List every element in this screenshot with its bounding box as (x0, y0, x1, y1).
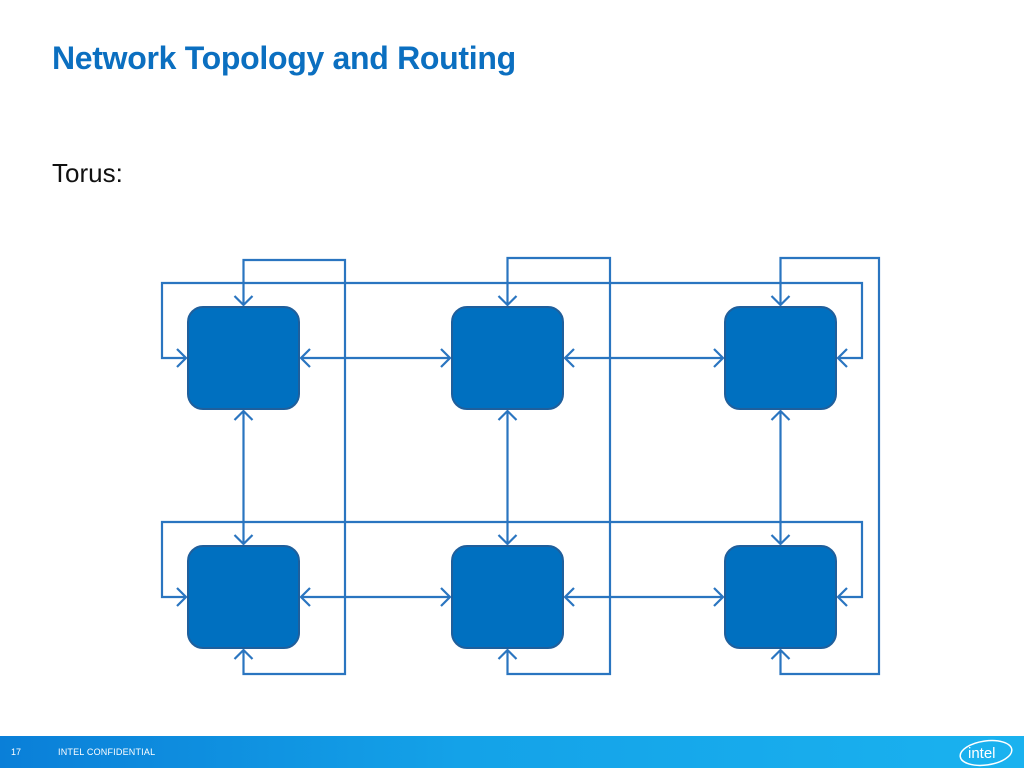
footer-bar: 17 INTEL CONFIDENTIAL intel (0, 736, 1024, 768)
slide-title: Network Topology and Routing (52, 40, 516, 76)
v-link-arrow-up-c2 (770, 409, 791, 421)
v-link-arrow-down-c1 (497, 534, 518, 546)
v-wrap-c0 (242, 258, 347, 676)
nodes-layer (187, 306, 837, 649)
h-link-arrow-left-r1-c1 (563, 587, 575, 607)
v-link-arrow-down-c0 (233, 534, 254, 546)
v-wrap-c2 (779, 256, 881, 676)
h-link-arrow-left-r1-c0 (299, 587, 311, 607)
intel-logo-text: intel (968, 745, 996, 762)
v-wrap-arrow-bottom-c2 (770, 648, 791, 660)
v-wrap-arrow-top-c1 (497, 295, 518, 307)
torus-diagram (160, 256, 881, 676)
node-r1c1 (451, 545, 564, 649)
v-wrap-arrow-top-c2 (770, 295, 791, 307)
h-link-arrow-right-r0-c0 (440, 348, 452, 368)
h-link-arrow-left-r0-c1 (563, 348, 575, 368)
node-r1c0 (187, 545, 300, 649)
v-wrap-arrow-top-c0 (233, 295, 254, 307)
slide-subtitle: Torus: (52, 158, 123, 188)
v-wrap-arrow-bottom-c0 (233, 648, 254, 660)
h-wrap-arrow-right-r1 (836, 587, 848, 607)
v-link-arrow-up-c1 (497, 409, 518, 421)
h-wrap-arrow-right-r0 (836, 348, 848, 368)
links-layer (160, 256, 881, 676)
v-wrap-c1 (506, 256, 612, 676)
h-link-arrow-right-r1-c1 (713, 587, 725, 607)
h-link-arrow-left-r0-c0 (299, 348, 311, 368)
h-link-arrow-right-r0-c1 (713, 348, 725, 368)
h-link-arrow-right-r1-c0 (440, 587, 452, 607)
h-wrap-arrow-left-r1 (176, 587, 188, 607)
h-wrap-arrow-left-r0 (176, 348, 188, 368)
node-r0c0 (187, 306, 300, 410)
node-r1c2 (724, 545, 837, 649)
page-number: 17 (11, 747, 22, 757)
v-link-arrow-down-c2 (770, 534, 791, 546)
confidential-label: INTEL CONFIDENTIAL (58, 747, 156, 757)
node-r0c1 (451, 306, 564, 410)
node-r0c2 (724, 306, 837, 410)
h-wrap-r0 (160, 281, 864, 360)
intel-logo: intel (959, 739, 1013, 767)
v-link-arrow-up-c0 (233, 409, 254, 421)
v-wrap-arrow-bottom-c1 (497, 648, 518, 660)
h-wrap-r1 (160, 520, 864, 599)
